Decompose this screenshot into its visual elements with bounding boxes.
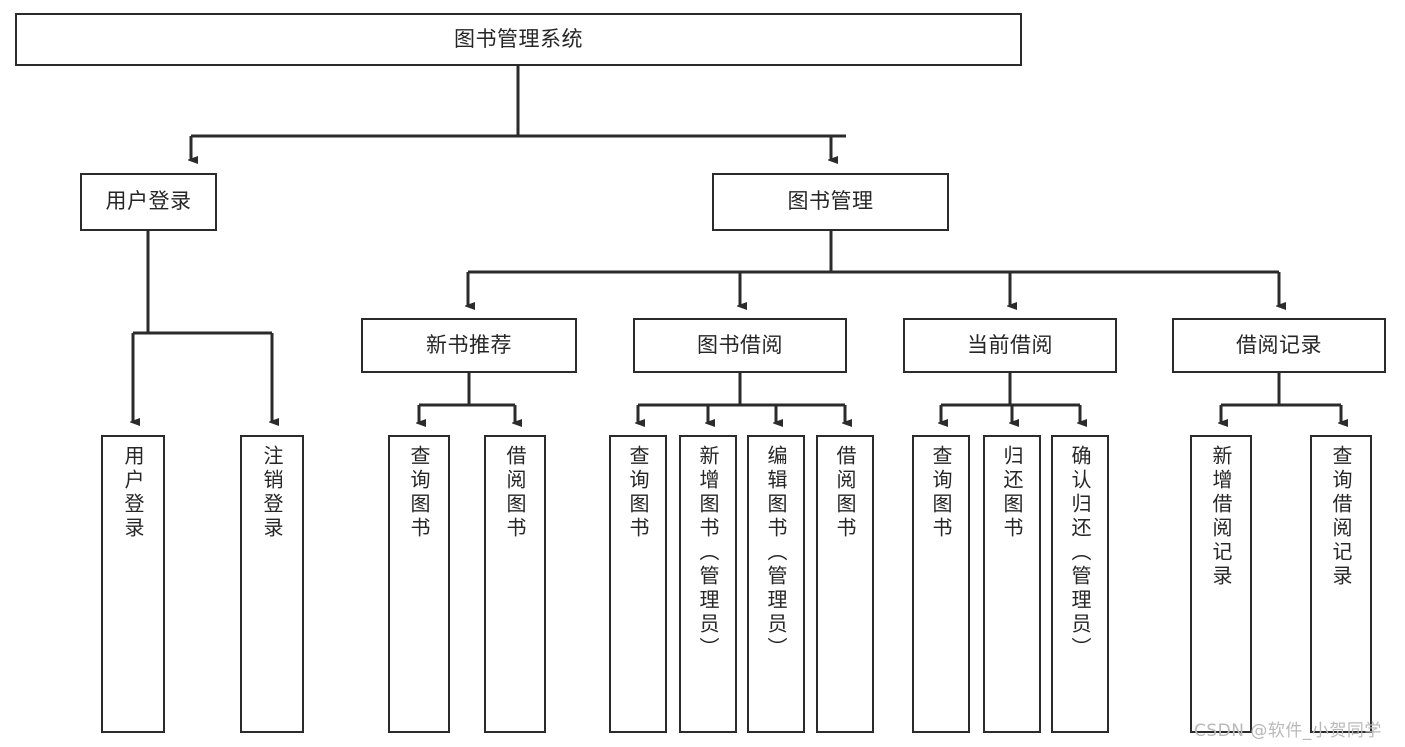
node-leaf-borrow-book-1[interactable]: 借阅图书 [484, 435, 546, 733]
node-book-borrow-label: 图书借阅 [697, 332, 783, 357]
node-leaf-query-book-3-label: 查询图书 [929, 445, 953, 541]
node-leaf-logout-label: 注销登录 [260, 445, 284, 541]
node-leaf-user-login[interactable]: 用户登录 [101, 435, 165, 733]
node-leaf-borrow-book-2-label: 借阅图书 [833, 445, 857, 541]
node-leaf-add-book-label: 新增图书（管理员） [696, 445, 720, 661]
node-leaf-add-record[interactable]: 新增借阅记录 [1190, 435, 1252, 733]
node-root-label: 图书管理系统 [454, 26, 583, 51]
node-book-manage[interactable]: 图书管理 [712, 173, 949, 231]
node-leaf-return-book-label: 归还图书 [1000, 445, 1024, 541]
node-leaf-return-book[interactable]: 归还图书 [983, 435, 1041, 733]
node-borrow-record-label: 借阅记录 [1236, 332, 1322, 357]
node-leaf-query-book-1-label: 查询图书 [407, 445, 431, 541]
node-borrow-record[interactable]: 借阅记录 [1172, 318, 1386, 373]
node-leaf-add-book[interactable]: 新增图书（管理员） [679, 435, 737, 733]
node-leaf-query-book-2-label: 查询图书 [626, 445, 650, 541]
node-leaf-query-book-1[interactable]: 查询图书 [388, 435, 450, 733]
node-current-borrow[interactable]: 当前借阅 [903, 318, 1117, 373]
node-book-borrow[interactable]: 图书借阅 [633, 318, 847, 373]
node-leaf-edit-book-label: 编辑图书（管理员） [764, 445, 788, 661]
node-user-login-label: 用户登录 [105, 189, 192, 214]
node-leaf-confirm-return[interactable]: 确认归还（管理员） [1051, 435, 1109, 733]
node-leaf-query-record[interactable]: 查询借阅记录 [1310, 435, 1372, 733]
node-leaf-add-record-label: 新增借阅记录 [1209, 445, 1233, 589]
node-new-book-recommend-label: 新书推荐 [426, 332, 512, 357]
csdn-watermark: CSDN @软件_小贺同学 [1194, 721, 1382, 741]
node-book-manage-label: 图书管理 [787, 189, 874, 214]
node-leaf-confirm-return-label: 确认归还（管理员） [1068, 445, 1092, 661]
node-leaf-query-book-3[interactable]: 查询图书 [912, 435, 970, 733]
node-leaf-borrow-book-2[interactable]: 借阅图书 [816, 435, 874, 733]
node-leaf-borrow-book-1-label: 借阅图书 [503, 445, 527, 541]
node-leaf-edit-book[interactable]: 编辑图书（管理员） [747, 435, 805, 733]
node-leaf-user-login-label: 用户登录 [121, 445, 145, 541]
node-leaf-query-book-2[interactable]: 查询图书 [609, 435, 667, 733]
node-current-borrow-label: 当前借阅 [967, 332, 1053, 357]
node-user-login[interactable]: 用户登录 [80, 173, 217, 231]
node-leaf-query-record-label: 查询借阅记录 [1329, 445, 1353, 589]
node-leaf-logout[interactable]: 注销登录 [240, 435, 304, 733]
node-root[interactable]: 图书管理系统 [15, 13, 1022, 66]
node-new-book-recommend[interactable]: 新书推荐 [361, 318, 577, 373]
